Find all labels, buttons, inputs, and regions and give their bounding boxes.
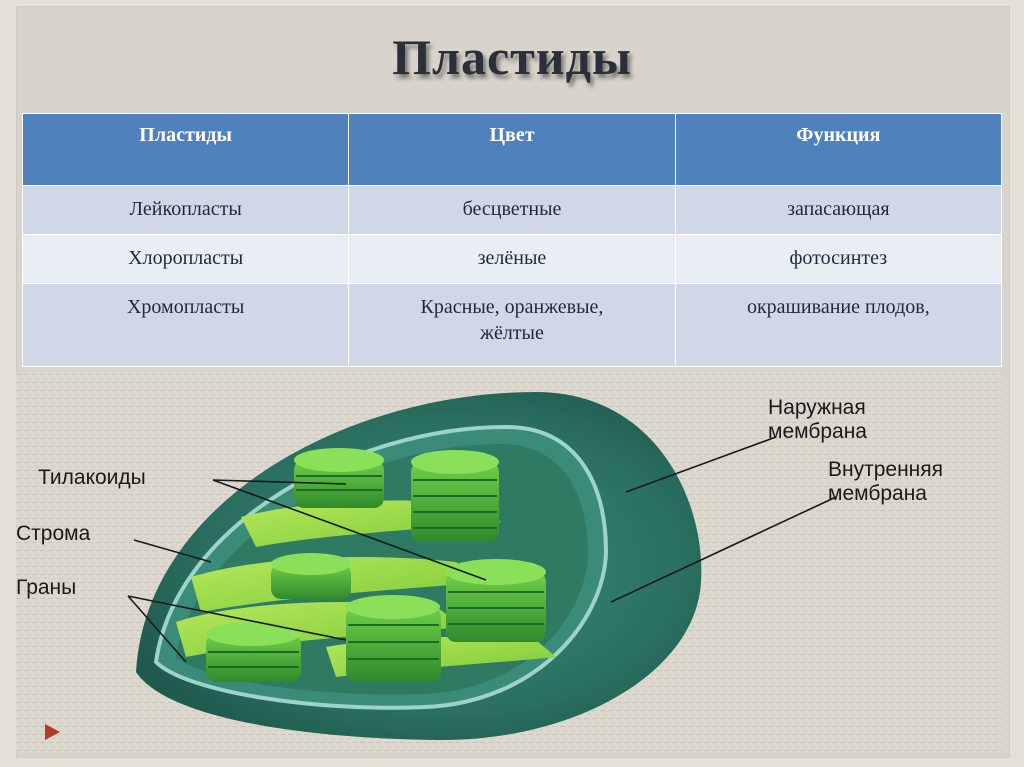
play-triangle-icon[interactable] bbox=[42, 722, 62, 742]
label-outer-membrane-2: мембрана bbox=[768, 420, 867, 443]
granum bbox=[446, 559, 546, 642]
header-plastids: Пластиды bbox=[21, 113, 350, 186]
chloroplast-diagram: Наружная мембрана Внутренняя мембрана Ти… bbox=[16, 372, 1002, 752]
cell-function: окрашивание плодов, bbox=[674, 283, 1003, 367]
cell-plastid: Хлоропласты bbox=[21, 234, 350, 285]
label-grana: Граны bbox=[16, 576, 76, 599]
header-color: Цвет bbox=[348, 113, 676, 186]
table-row: Лейкопласты бесцветные запасающая bbox=[21, 184, 1003, 236]
plastids-table: Пластиды Цвет Функция Лейкопласты бесцве… bbox=[21, 113, 1003, 367]
cell-function: фотосинтез bbox=[674, 234, 1003, 285]
table-header-row: Пластиды Цвет Функция bbox=[21, 113, 1003, 186]
slide-title: Пластиды bbox=[392, 29, 632, 85]
leader-lines bbox=[127, 436, 837, 663]
cell-color: зелёные bbox=[348, 234, 676, 285]
cell-function: запасающая bbox=[674, 184, 1003, 236]
cell-color: бесцветные bbox=[348, 184, 676, 236]
granum bbox=[294, 448, 384, 508]
granum bbox=[346, 595, 441, 682]
cell-color: Красные, оранжевые, жёлтые bbox=[348, 283, 676, 367]
label-stroma: Строма bbox=[16, 522, 91, 545]
table-row: Хлоропласты зелёные фотосинтез bbox=[21, 234, 1003, 285]
label-thylakoids: Тилакоиды bbox=[38, 466, 146, 489]
header-function: Функция bbox=[674, 113, 1003, 186]
table-row: Хромопласты Красные, оранжевые, жёлтые о… bbox=[21, 283, 1003, 367]
label-inner-membrane-1: Внутренняя bbox=[828, 458, 943, 481]
label-outer-membrane-1: Наружная bbox=[768, 396, 866, 419]
granum bbox=[206, 622, 301, 682]
granum bbox=[411, 450, 499, 542]
cell-plastid: Хромопласты bbox=[21, 283, 350, 367]
cell-plastid: Лейкопласты bbox=[21, 184, 350, 236]
label-inner-membrane-2: мембрана bbox=[828, 482, 927, 505]
granum bbox=[271, 553, 351, 599]
